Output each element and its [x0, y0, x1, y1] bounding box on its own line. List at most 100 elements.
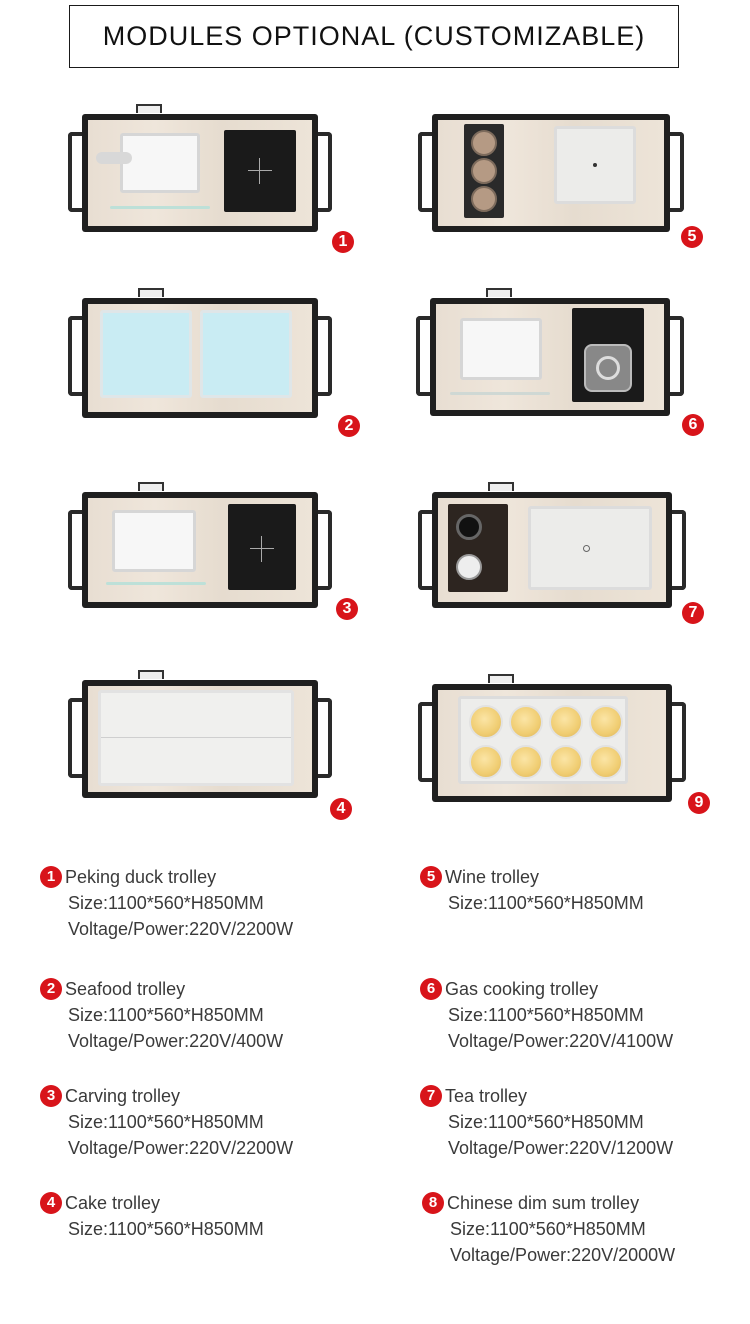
spec-badge: 8 [422, 1192, 444, 1214]
handle-left [68, 510, 82, 590]
handle-left [416, 316, 430, 396]
duck-roller-icon [96, 152, 132, 164]
spec-badge: 1 [40, 866, 62, 888]
induction-cooker-icon [228, 504, 296, 590]
title-box: MODULES OPTIONAL (CUSTOMIZABLE) [69, 5, 679, 68]
spec-badge: 2 [40, 978, 62, 1000]
wine-rack-icon [464, 124, 504, 218]
top-tab [138, 288, 164, 297]
trolley-frame [82, 680, 318, 798]
wood-top [438, 690, 666, 796]
handle-right [318, 132, 332, 212]
trolley-image-seafood [68, 288, 332, 418]
trolley-frame [82, 298, 318, 418]
tea-set-icon [448, 504, 508, 592]
wood-top [438, 498, 666, 602]
trolley-size: Size:1100*560*H850MM [448, 1112, 644, 1132]
trolley-name: Chinese dim sum trolley [447, 1193, 640, 1213]
trolley-name: Wine trolley [445, 867, 540, 887]
trolley-image-carving [68, 482, 332, 608]
tea-tray [528, 506, 652, 590]
warming-tray [120, 133, 200, 193]
image-badge: 1 [332, 231, 354, 253]
image-badge: 3 [336, 598, 358, 620]
trolley-power: Voltage/Power:220V/2200W [68, 1138, 294, 1158]
trolley-power: Voltage/Power:220V/2200W [68, 919, 294, 939]
wood-top [88, 120, 312, 226]
trolley-name: Cake trolley [65, 1193, 161, 1213]
seafood-ice-tray-left [100, 310, 192, 398]
seafood-ice-tray-right [200, 310, 292, 398]
wood-top [88, 498, 312, 602]
handle-left [418, 510, 432, 590]
image-badge: 6 [682, 414, 704, 436]
trolley-image-peking-duck [68, 104, 332, 232]
tray-rail [110, 206, 210, 209]
trolley-image-tea [418, 482, 686, 608]
handle-left [418, 132, 432, 212]
warming-tray [460, 318, 542, 380]
handle-right [672, 510, 686, 590]
trolley-power: Voltage/Power:220V/4100W [448, 1031, 674, 1051]
trolley-power: Voltage/Power:220V/400W [68, 1031, 284, 1051]
image-badge: 4 [330, 798, 352, 820]
trolley-frame [432, 684, 672, 802]
trolley-frame [432, 114, 670, 232]
spec-badge: 3 [40, 1085, 62, 1107]
spec-badge: 7 [420, 1085, 442, 1107]
trolley-size: Size:1100*560*H850MM [68, 1112, 264, 1132]
induction-cooker-icon [224, 130, 296, 212]
trolley-power: Voltage/Power:220V/1200W [448, 1138, 674, 1158]
top-tab [486, 288, 512, 297]
gas-burner-icon [572, 308, 644, 402]
handle-left [68, 316, 82, 396]
wood-top [88, 686, 312, 792]
dim-sum-steamer-icon [458, 696, 628, 784]
ice-bucket-tray [554, 126, 636, 204]
trolley-name: Seafood trolley [65, 979, 186, 999]
image-badge: 9 [688, 792, 710, 814]
wood-top [88, 304, 312, 412]
trolley-name: Gas cooking trolley [445, 979, 599, 999]
handle-right [318, 316, 332, 396]
trolley-frame [82, 114, 318, 232]
handle-right [672, 702, 686, 782]
trolley-name: Peking duck trolley [65, 867, 217, 887]
spec-badge: 4 [40, 1192, 62, 1214]
handle-left [68, 132, 82, 212]
trolley-name: Carving trolley [65, 1086, 181, 1106]
trolley-power: Voltage/Power:220V/2000W [450, 1245, 676, 1265]
handle-right [318, 698, 332, 778]
page-title: MODULES OPTIONAL (CUSTOMIZABLE) [102, 21, 646, 51]
trolley-size: Size:1100*560*H850MM [68, 893, 264, 913]
handle-right [670, 132, 684, 212]
trolley-size: Size:1100*560*H850MM [448, 893, 644, 913]
wood-top [436, 304, 664, 410]
trolley-size: Size:1100*560*H850MM [450, 1219, 646, 1239]
top-tab [488, 674, 514, 683]
spec-badge: 5 [420, 866, 442, 888]
trolley-size: Size:1100*560*H850MM [68, 1219, 264, 1239]
trolley-image-dim-sum [418, 674, 686, 802]
image-badge: 5 [681, 226, 703, 248]
top-tab [138, 670, 164, 679]
spec-badge: 6 [420, 978, 442, 1000]
tray-rail [106, 582, 206, 585]
handle-right [318, 510, 332, 590]
trolley-frame [432, 492, 672, 608]
trolley-size: Size:1100*560*H850MM [68, 1005, 264, 1025]
image-badge: 7 [682, 602, 704, 624]
handle-left [68, 698, 82, 778]
top-tab [138, 482, 164, 491]
trolley-image-cake [68, 670, 332, 798]
top-tab [136, 104, 162, 113]
trolley-size: Size:1100*560*H850MM [448, 1005, 644, 1025]
